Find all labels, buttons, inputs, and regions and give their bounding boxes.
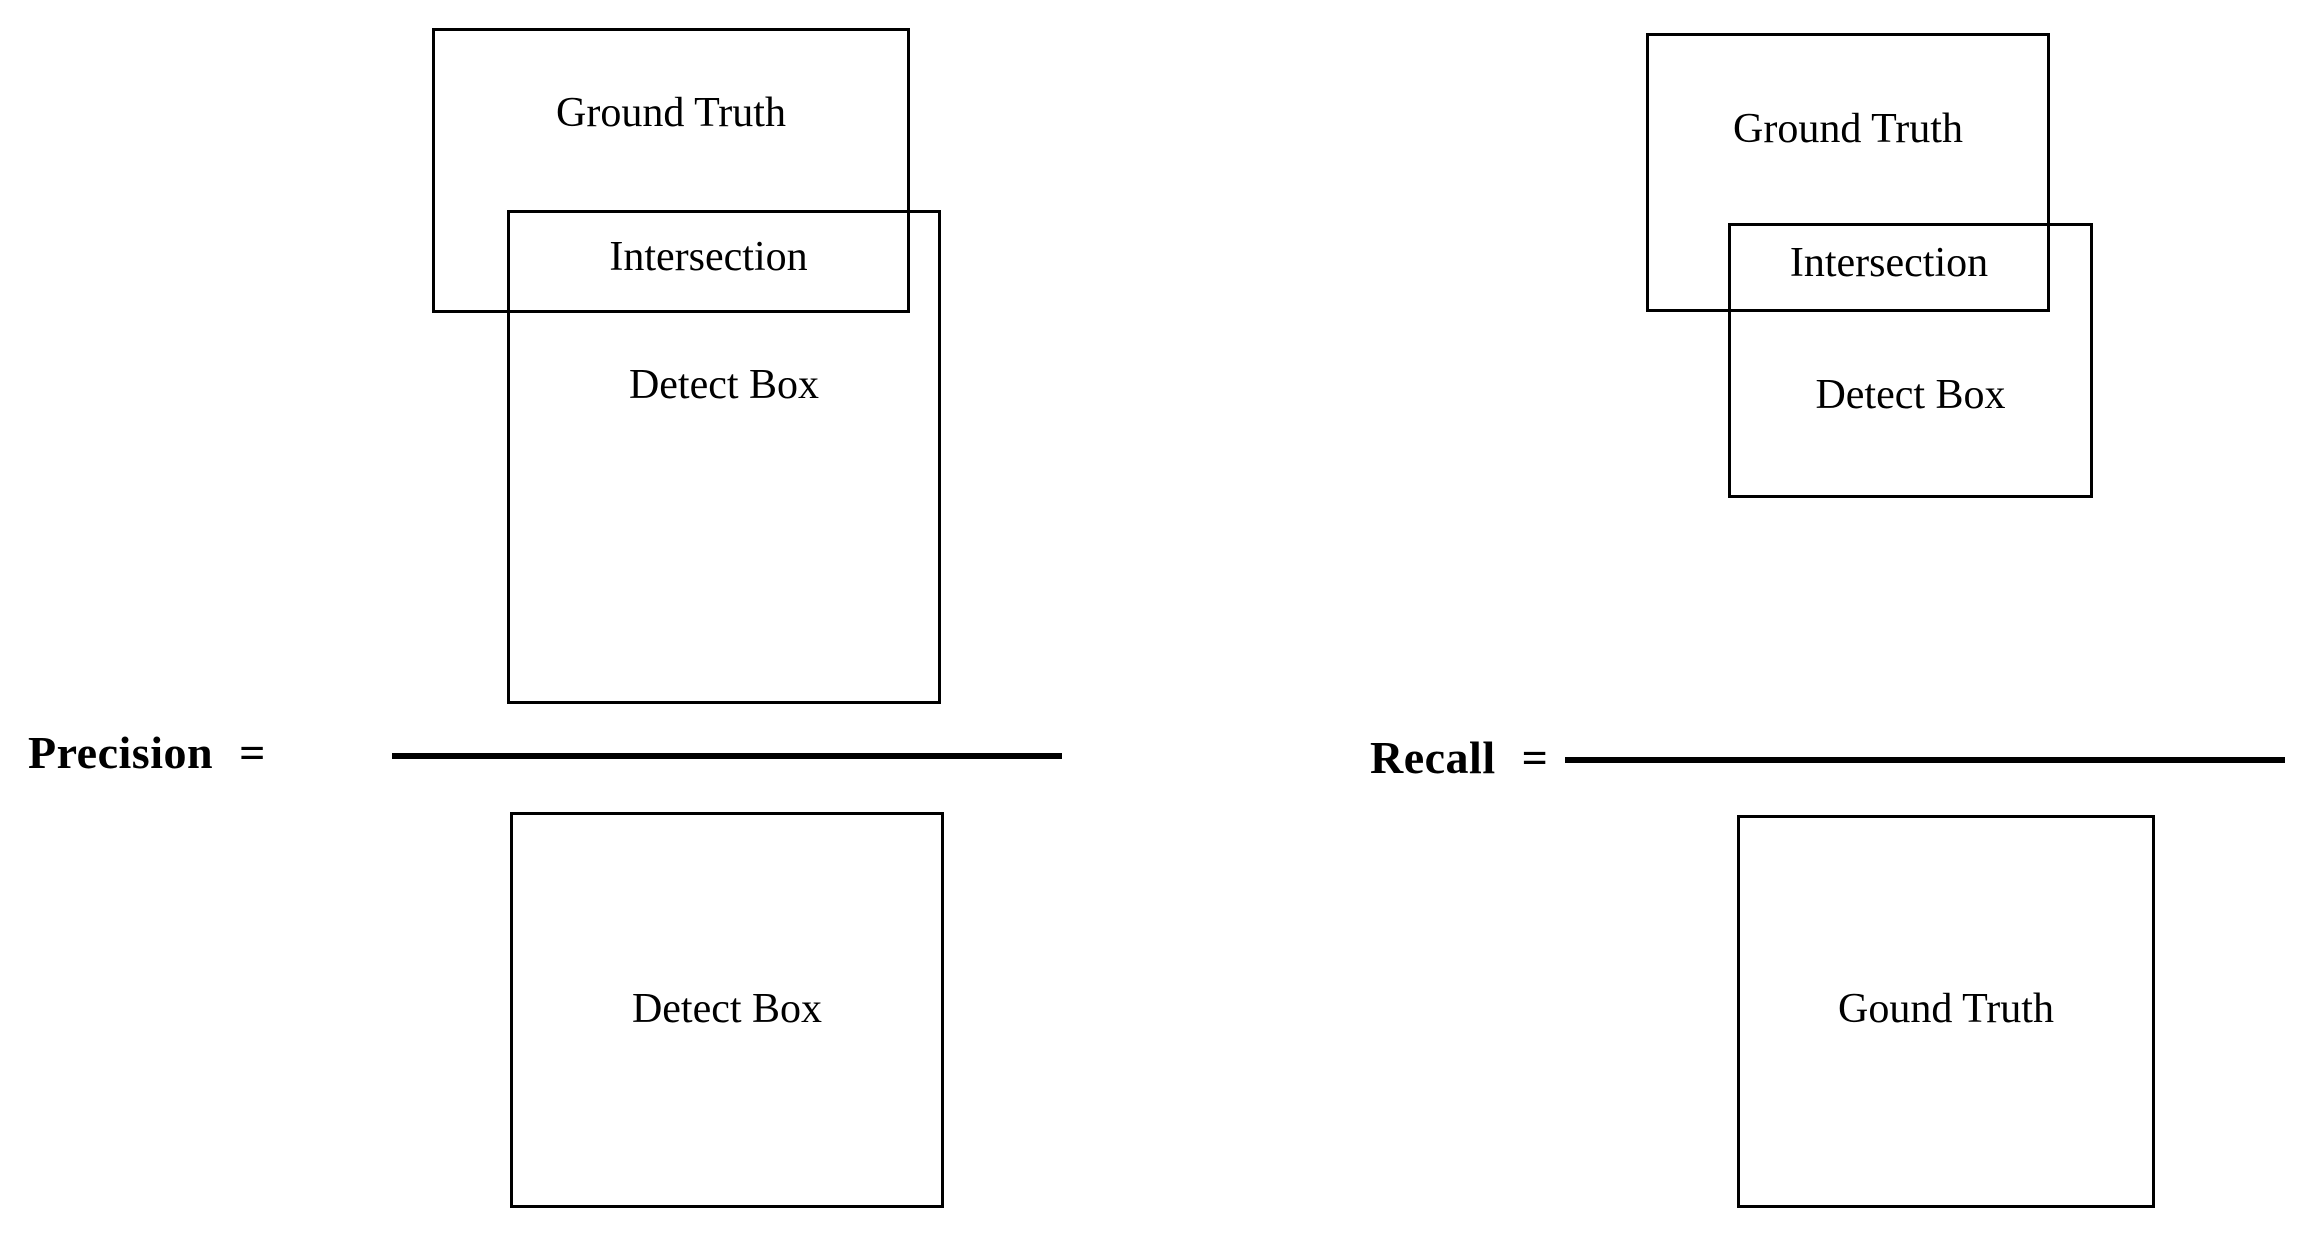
recall-detect-box-label: Detect Box [1815,372,2006,418]
recall-denominator-box [1737,815,2155,1208]
precision-panel: Precision = Ground Truth Intersection Det… [28,28,1062,1208]
precision-label-text: Precision [28,727,214,778]
recall-fraction-bar [1565,757,2285,763]
recall-ground-truth-label: Ground Truth [1733,106,1963,152]
precision-denominator-label: Detect Box [631,986,823,1032]
precision-numerator-intersection-box [507,210,910,313]
precision-fraction-bar [392,753,1062,759]
recall-label-text: Recall [1370,732,1496,783]
recall-formula-label: Recall = [1370,735,1548,781]
recall-denominator-label: Gound Truth [1838,986,2054,1032]
recall-intersection-label: Intersection [1789,240,1989,286]
precision-ground-truth-label: Ground Truth [556,90,786,136]
precision-equals-sign: = [239,727,266,778]
precision-intersection-label: Intersection [609,234,808,280]
precision-detect-box-label: Detect Box [628,362,820,408]
recall-panel: Recall = Ground Truth Intersection Detect… [1155,0,2310,1247]
recall-numerator-intersection-box [1728,223,2050,312]
precision-denominator-box [510,812,944,1208]
precision-formula-label: Precision = [28,730,266,776]
recall-equals-sign: = [1521,732,1549,783]
